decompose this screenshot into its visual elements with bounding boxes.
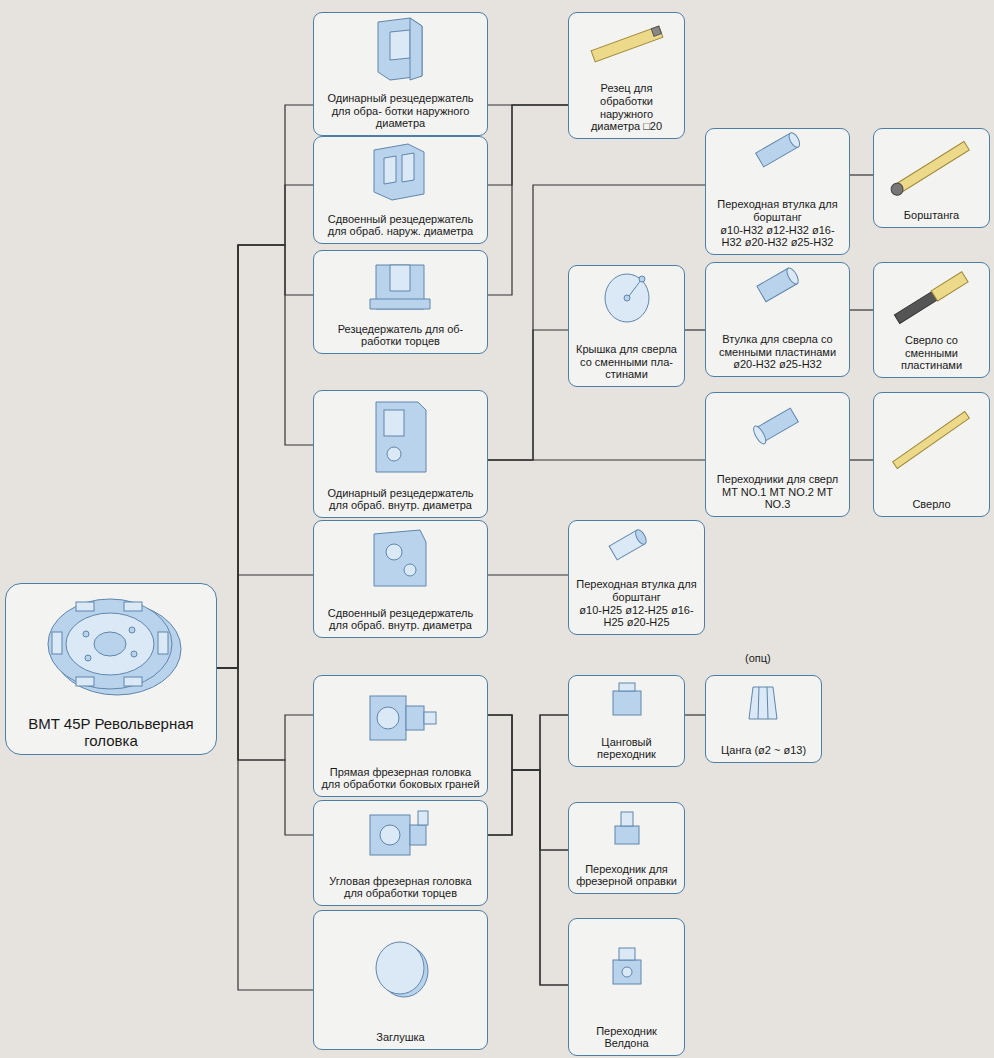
holder-illustration: [374, 144, 424, 200]
tool-box: Заглушка: [313, 910, 488, 1050]
connector-line: [850, 309, 873, 310]
tool-box: Цанговый переходник: [568, 675, 685, 767]
connector-line: [488, 574, 568, 575]
holder-illustration: [370, 265, 430, 309]
connector-line: [217, 245, 313, 668]
connector-line: [685, 714, 705, 715]
tool-box: Сверло со сменными пластинами: [873, 262, 990, 378]
node-caption: Резец для обработки наружного диаметра □…: [574, 82, 679, 133]
connector-line: [685, 329, 705, 330]
connector-line: [217, 185, 313, 668]
tool-box: Переходник Велдона: [568, 918, 685, 1056]
connector-line: [488, 770, 568, 985]
node-caption: Цанга (ø2 ~ ø13): [711, 744, 816, 757]
tool-box: Сдвоенный резцедержатель для обраб. внут…: [313, 520, 488, 638]
connector-line: [217, 668, 313, 835]
tool-box: Переходная втулка для борштангø10-H25 ø1…: [568, 520, 705, 635]
tool-box: Борштанга: [873, 128, 990, 228]
connector-line: [488, 459, 705, 460]
node-caption: ø10-H32 ø12-H32 ø16-H32 ø20-H32 ø25-H32: [711, 224, 844, 249]
turret-box: BMT 45P Револьверная головка: [5, 583, 217, 755]
tool-box: Втулка для сверла со сменными пластинами…: [705, 262, 850, 377]
tool-box: Одинарный резцедержатель для обраб. внут…: [313, 390, 488, 518]
adapter-illustration: [751, 406, 799, 445]
connector-line: [488, 715, 568, 835]
tool-box: Угловая фрезерная головка для обработки …: [313, 800, 488, 906]
collet-adapter-illustration: [613, 683, 641, 715]
node-caption: Сверло со сменными пластинами: [879, 334, 984, 372]
node-caption: Сдвоенный резцедержатель для обраб. нару…: [319, 213, 482, 238]
node-caption: Сдвоенный резцедержатель для обраб. внут…: [319, 607, 482, 632]
node-caption: MT NO.1 MT NO.2 MT NO.3: [711, 486, 844, 511]
connector-line: [850, 459, 873, 460]
node-caption: Втулка для сверла со сменными пластинами: [711, 333, 844, 358]
sleeve-illustration: [756, 131, 802, 167]
connector-line: [488, 715, 568, 770]
node-caption: Переходник Велдона: [574, 1025, 679, 1050]
node-caption: Переходная втулка для борштанг: [711, 198, 844, 223]
node-caption: Крышка для сверла со сменными пла- стина…: [574, 343, 679, 381]
connector-line: [488, 715, 568, 985]
sleeve-illustration: [757, 266, 801, 302]
connector-line: [488, 185, 705, 460]
node-caption: Сверло: [879, 498, 984, 511]
tool-box: Цанга (ø2 ~ ø13): [705, 675, 822, 763]
node-caption: Резцедержатель для об- работки торцев: [319, 323, 482, 348]
connector-line: [488, 105, 568, 295]
drill-illustration: [893, 411, 970, 468]
plug-illustration: [376, 942, 428, 997]
tool-box: Одинарный резцедержатель для обра- ботки…: [313, 12, 488, 136]
node-caption: Одинарный резцедержатель для обраб. внут…: [319, 487, 482, 512]
arbor-adapter-illustration: [615, 812, 639, 844]
node-caption: Борштанга: [879, 209, 984, 222]
cover-illustration: [605, 274, 649, 322]
turret-illustration: [48, 599, 181, 695]
connector-line: [488, 770, 568, 850]
sleeve-illustration: [609, 528, 648, 560]
tool-box: Переходники для сверлMT NO.1 MT NO.2 MT …: [705, 392, 850, 517]
connector-line: [488, 105, 568, 185]
holder-illustration: [376, 402, 426, 472]
tool-box: Переходник для фрезерной оправки: [568, 802, 685, 894]
connector-line: [217, 105, 313, 668]
node-caption: Угловая фрезерная головка для обработки …: [319, 875, 482, 900]
collet-illustration: [749, 687, 777, 719]
drill-illustration: [894, 272, 968, 325]
option-note: (опц): [745, 652, 771, 665]
boring-bar-illustration: [889, 141, 970, 198]
holder-illustration: [374, 530, 426, 586]
tool-box: Прямая фрезерная головка для обработки б…: [313, 675, 488, 797]
cutter-illustration: [591, 26, 663, 62]
node-caption: Переходная втулка для борштанг: [574, 578, 699, 603]
connector-line: [488, 715, 568, 850]
node-caption: ø10-H25 ø12-H25 ø16-H25 ø20-H25: [574, 604, 699, 629]
connector-line: [217, 668, 313, 990]
connector-line: [850, 174, 873, 175]
tool-box: Резцедержатель для об- работки торцев: [313, 250, 488, 354]
milling-head-illustration: [370, 811, 428, 855]
node-caption: ø20-H32 ø25-H32: [711, 358, 844, 371]
node-caption: BMT 45P Револьверная головка: [11, 715, 211, 750]
node-caption: Цанговый переходник: [574, 736, 679, 761]
holder-illustration: [378, 18, 422, 80]
tool-box: Сдвоенный резцедержатель для обраб. нару…: [313, 136, 488, 244]
weldon-adapter-illustration: [613, 948, 641, 984]
milling-head-illustration: [370, 696, 436, 740]
tool-box: Переходная втулка для борштангø10-H32 ø1…: [705, 128, 850, 255]
connector-line: [488, 330, 568, 460]
connector-line: [217, 245, 313, 668]
node-caption: Прямая фрезерная головка для обработки б…: [319, 766, 482, 791]
tool-box: Крышка для сверла со сменными пла- стина…: [568, 265, 685, 387]
connector-line: [217, 575, 313, 668]
node-caption: Переходник для фрезерной оправки: [574, 863, 679, 888]
node-caption: Заглушка: [319, 1031, 482, 1044]
node-caption: Переходники для сверл: [711, 473, 844, 486]
node-caption: Одинарный резцедержатель для обра- ботки…: [319, 92, 482, 130]
connector-line: [217, 668, 313, 760]
tool-box: Резец для обработки наружного диаметра □…: [568, 12, 685, 139]
tool-box: Сверло: [873, 392, 990, 517]
